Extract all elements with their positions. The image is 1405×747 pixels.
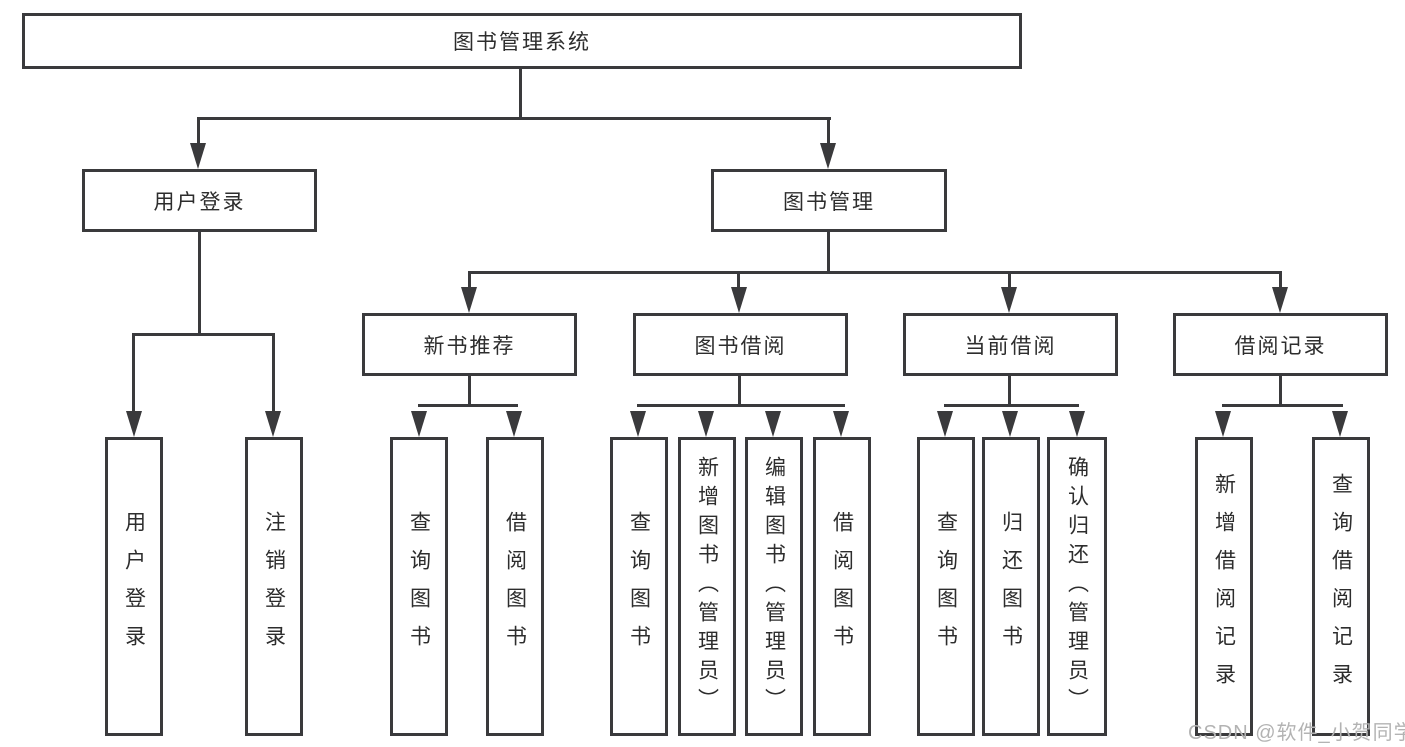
node-label: 查询图书 (627, 510, 651, 663)
node-label: 图书管理 (783, 190, 875, 214)
connector (519, 69, 522, 118)
node-book-borrowing: 图书借阅 (633, 313, 848, 376)
connector (1222, 404, 1343, 407)
node-borrow-books-recommend: 借阅图书 (486, 437, 544, 736)
arrowhead-down-icon (190, 143, 206, 169)
node-label: 确认归还（管理员） (1065, 456, 1089, 717)
node-return-books: 归还图书 (982, 437, 1040, 736)
arrowhead-down-icon (506, 411, 522, 437)
node-confirm-return-admin: 确认归还（管理员） (1047, 437, 1107, 736)
node-borrowing-records: 借阅记录 (1173, 313, 1388, 376)
node-query-books-recommend: 查询图书 (390, 437, 448, 736)
node-label: 借阅图书 (830, 510, 854, 663)
arrowhead-down-icon (698, 411, 714, 437)
connector (827, 232, 830, 273)
connector (132, 333, 135, 413)
arrowhead-down-icon (265, 411, 281, 437)
node-label: 当前借阅 (964, 334, 1057, 358)
arrowhead-down-icon (833, 411, 849, 437)
node-borrow-books: 借阅图书 (813, 437, 871, 736)
node-label: 新增借阅记录 (1212, 472, 1236, 701)
node-label: 查询图书 (407, 510, 431, 663)
node-label: 图书借阅 (694, 334, 787, 358)
node-label: 用户登录 (122, 510, 146, 663)
node-label: 图书管理系统 (453, 31, 591, 54)
node-add-books-admin: 新增图书（管理员） (678, 437, 736, 736)
node-label: 归还图书 (999, 510, 1023, 663)
connector (944, 404, 1079, 407)
node-book-management: 图书管理 (711, 169, 947, 232)
connector (737, 271, 740, 289)
arrowhead-down-icon (1069, 411, 1085, 437)
arrowhead-down-icon (1272, 287, 1288, 313)
arrowhead-down-icon (937, 411, 953, 437)
arrowhead-down-icon (461, 287, 477, 313)
connector (132, 333, 275, 336)
arrowhead-down-icon (1001, 287, 1017, 313)
node-label: 借阅图书 (503, 510, 527, 663)
node-label: 新增图书（管理员） (695, 456, 719, 717)
connector (468, 376, 471, 407)
connector (1008, 271, 1011, 289)
arrowhead-down-icon (1215, 411, 1231, 437)
node-query-books-current: 查询图书 (917, 437, 975, 736)
arrowhead-down-icon (411, 411, 427, 437)
arrowhead-down-icon (765, 411, 781, 437)
connector (197, 117, 200, 145)
node-user-login-leaf: 用户登录 (105, 437, 163, 736)
connector (1279, 271, 1282, 289)
node-new-book-recommendation: 新书推荐 (362, 313, 577, 376)
connector (1279, 376, 1282, 407)
connector (1008, 376, 1011, 407)
node-query-borrow-record: 查询借阅记录 (1312, 437, 1370, 736)
arrowhead-down-icon (731, 287, 747, 313)
connector (827, 117, 830, 145)
connector (738, 376, 741, 407)
node-label: 借阅记录 (1234, 334, 1327, 358)
node-label: 新书推荐 (423, 334, 516, 358)
node-add-borrow-record: 新增借阅记录 (1195, 437, 1253, 736)
node-label: 查询图书 (934, 510, 958, 663)
arrowhead-down-icon (820, 143, 836, 169)
arrowhead-down-icon (126, 411, 142, 437)
csdn-watermark: CSDN @软件_小贺同学 (1188, 722, 1405, 744)
connector (637, 404, 845, 407)
node-label: 编辑图书（管理员） (762, 456, 786, 717)
connector (272, 333, 275, 413)
arrowhead-down-icon (1002, 411, 1018, 437)
arrowhead-down-icon (630, 411, 646, 437)
node-query-books-borrowing: 查询图书 (610, 437, 668, 736)
node-label: 注销登录 (262, 510, 286, 663)
connector (468, 271, 1282, 274)
node-label: 用户登录 (153, 190, 246, 214)
node-label: 查询借阅记录 (1329, 472, 1353, 701)
node-current-borrowing: 当前借阅 (903, 313, 1118, 376)
node-user-login: 用户登录 (82, 169, 317, 232)
node-edit-books-admin: 编辑图书（管理员） (745, 437, 803, 736)
node-library-management-system: 图书管理系统 (22, 13, 1022, 69)
connector (418, 404, 518, 407)
connector (198, 232, 201, 336)
node-logout: 注销登录 (245, 437, 303, 736)
connector (197, 117, 831, 120)
arrowhead-down-icon (1332, 411, 1348, 437)
connector (468, 271, 471, 289)
